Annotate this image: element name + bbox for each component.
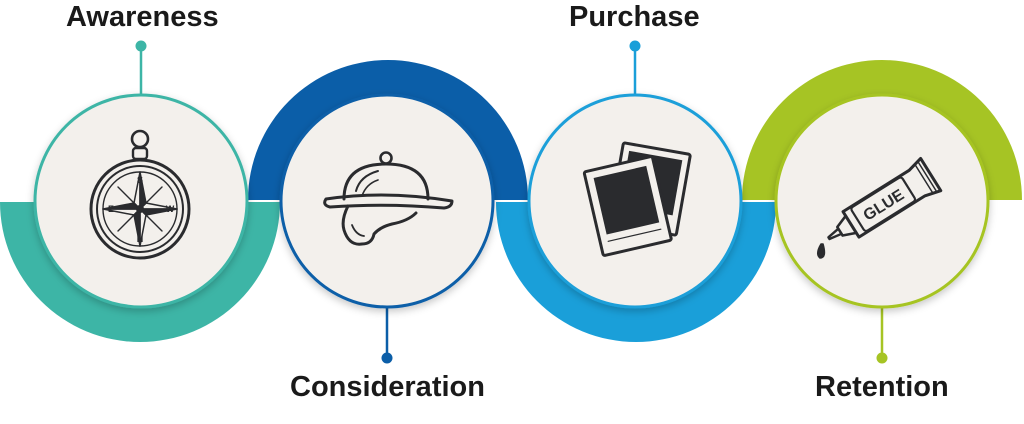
awareness-connector (135, 40, 147, 96)
stage-label-awareness: Awareness (66, 1, 219, 33)
stage-label-retention: Retention (815, 371, 949, 403)
compass-letter-e: E (108, 204, 114, 214)
awareness-arc (0, 202, 280, 342)
stage-label-purchase: Purchase (569, 1, 700, 33)
serving-cloche-icon (323, 151, 454, 246)
compass-letter-n: N (137, 234, 144, 244)
compass-letter-s: S (137, 175, 143, 185)
stage-label-consideration: Consideration (290, 371, 485, 403)
consideration-circle (279, 93, 495, 309)
consideration-arc (248, 60, 528, 200)
photos-icon (582, 141, 692, 257)
compass-icon (89, 129, 191, 260)
purchase-connector (629, 40, 641, 96)
compass-letters: S E W N (108, 175, 175, 244)
purchase-arc (496, 202, 776, 342)
retention-connector (876, 306, 888, 364)
consideration-connector (381, 306, 393, 364)
retention-arc (742, 60, 1022, 200)
compass-letter-w: W (166, 204, 175, 214)
